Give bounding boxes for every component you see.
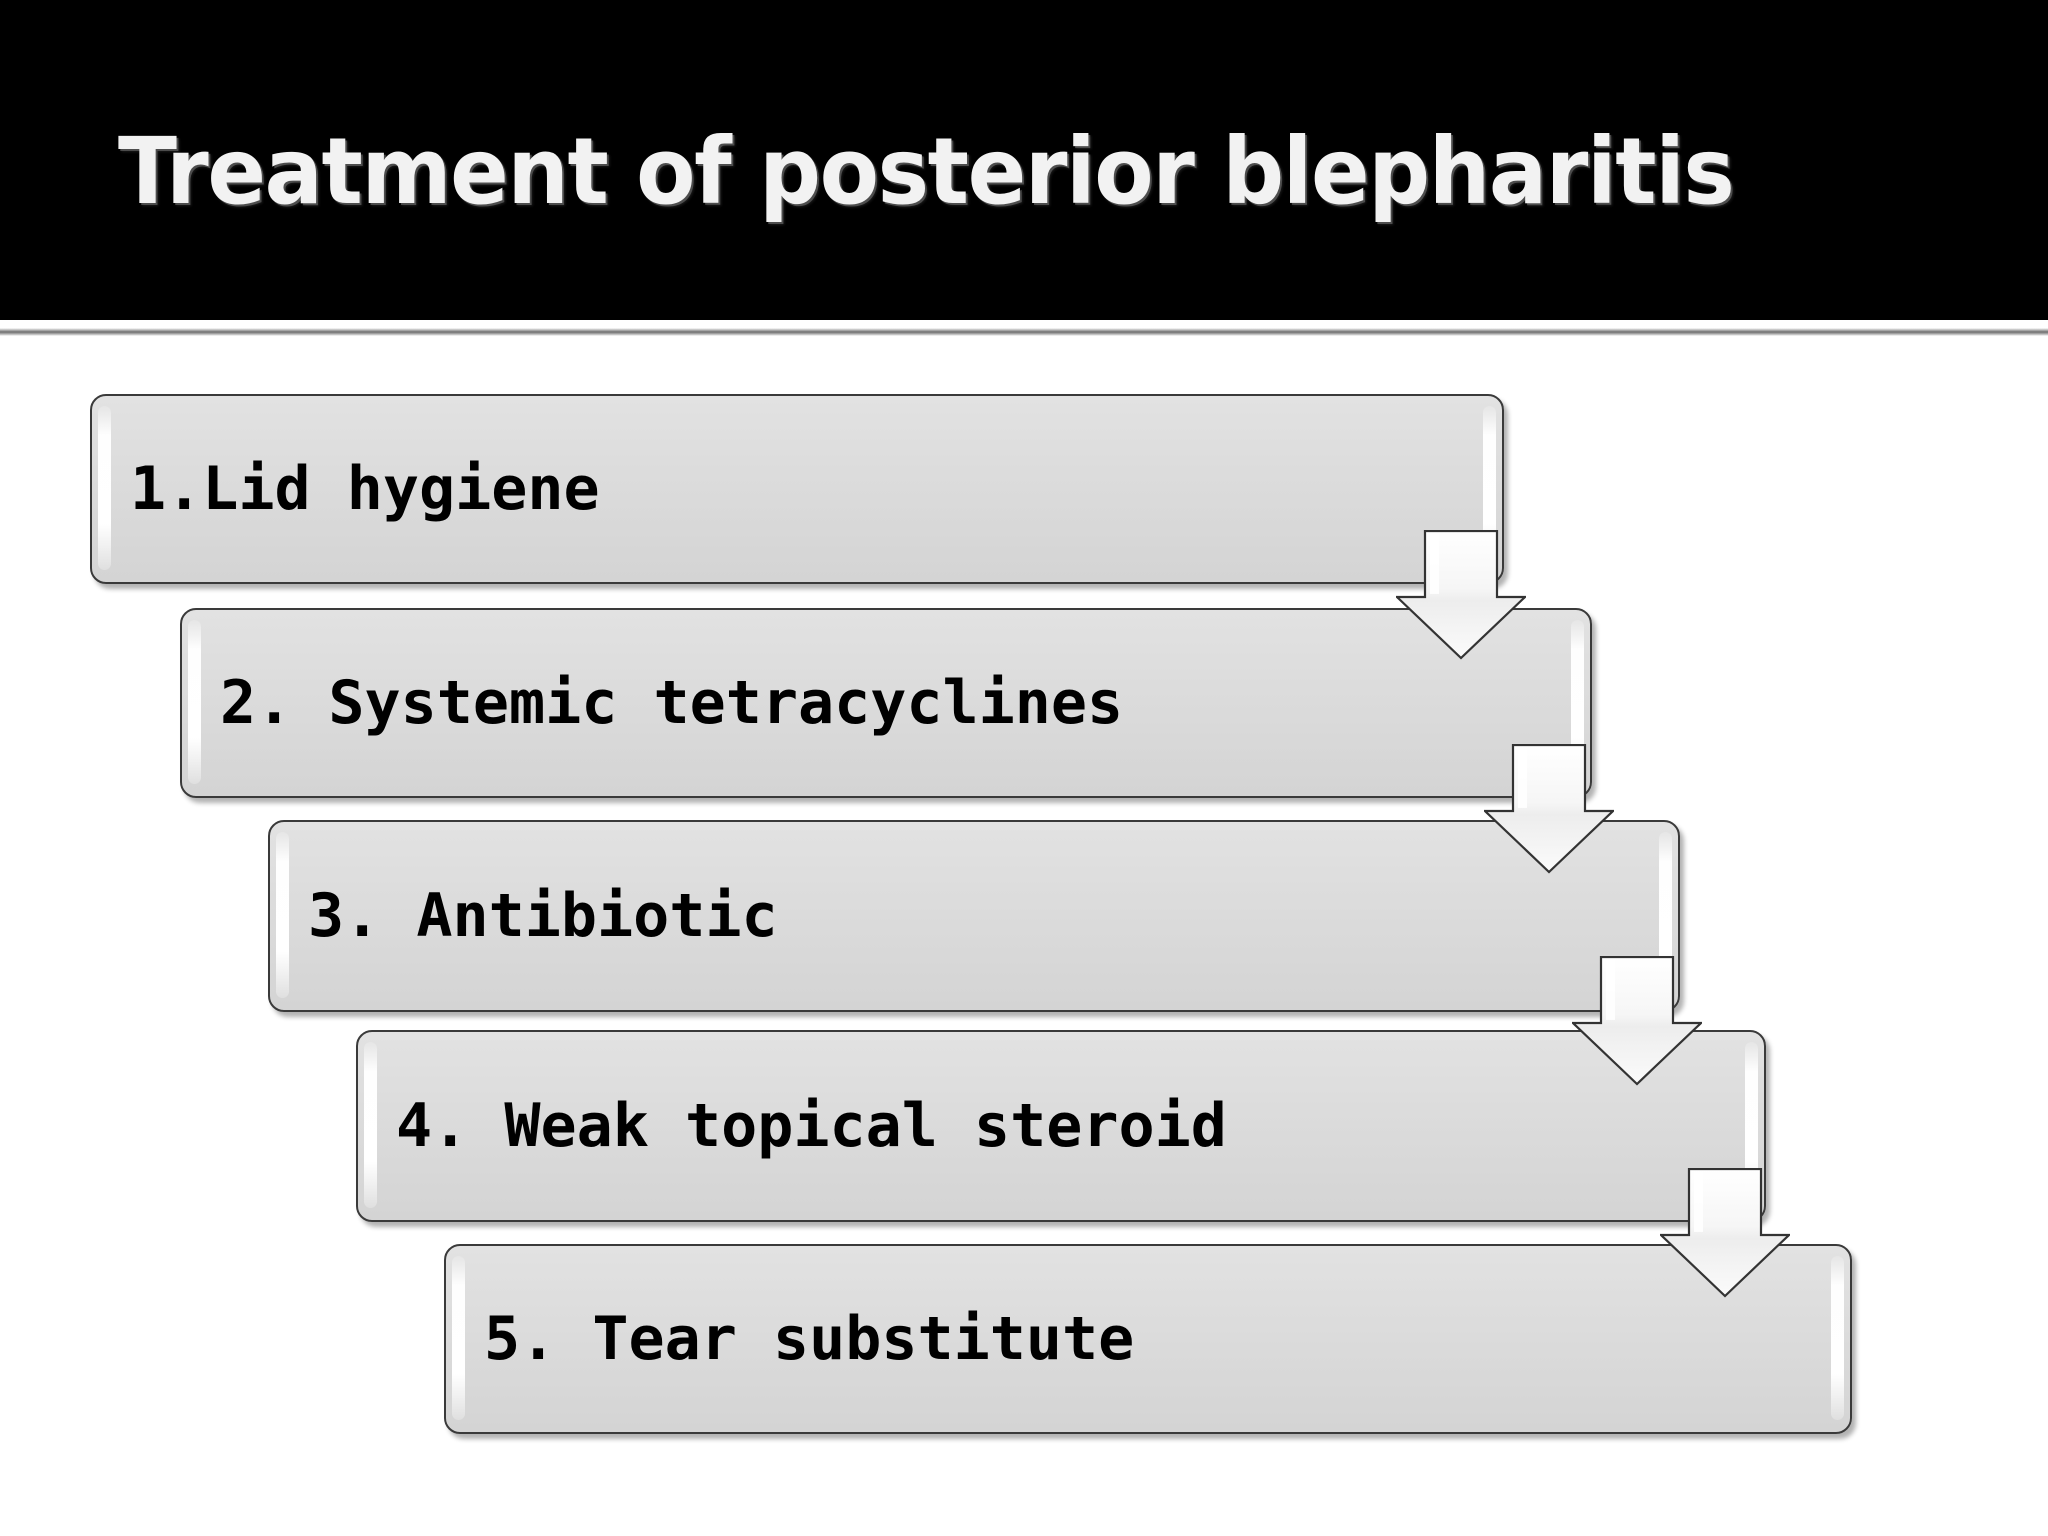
flow-step-box-2[interactable]: 2. Systemic tetracyclines	[180, 608, 1592, 798]
arrow-step2-to-step3-icon	[1484, 744, 1614, 874]
flow-step-label-3: 3. Antibiotic	[308, 881, 778, 951]
flow-step-label-2: 2. Systemic tetracyclines	[220, 668, 1124, 738]
banner-divider-line	[0, 328, 2048, 336]
flow-step-box-4[interactable]: 4. Weak topical steroid	[356, 1030, 1766, 1222]
banner-divider-white	[0, 320, 2048, 328]
title-banner	[0, 0, 2048, 320]
page-title: Treatment of posterior blepharitis	[118, 118, 1735, 225]
flow-step-box-3[interactable]: 3. Antibiotic	[268, 820, 1680, 1012]
arrow-step1-to-step2-icon	[1396, 530, 1526, 660]
arrow-step3-to-step4-icon	[1572, 956, 1702, 1086]
flow-step-label-5: 5. Tear substitute	[484, 1304, 1135, 1374]
flow-step-label-4: 4. Weak topical steroid	[396, 1091, 1227, 1161]
flow-step-box-1[interactable]: 1.Lid hygiene	[90, 394, 1504, 584]
flow-step-label-1: 1.Lid hygiene	[130, 454, 600, 524]
arrow-step4-to-step5-icon	[1660, 1168, 1790, 1298]
flow-step-box-5[interactable]: 5. Tear substitute	[444, 1244, 1852, 1434]
